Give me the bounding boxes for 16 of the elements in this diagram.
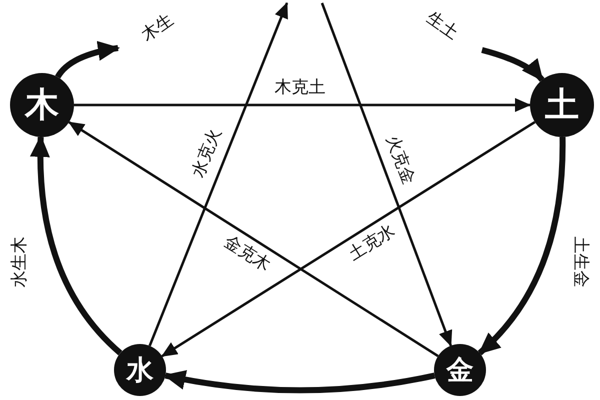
arrow (30, 134, 122, 356)
arrow (161, 120, 536, 358)
edge-label: 水生木 (10, 234, 30, 290)
arrow (55, 41, 120, 79)
element-circle: 土 (530, 73, 594, 137)
arrow (320, 2, 452, 347)
edge-label: 木克土 (272, 78, 328, 98)
element-circle: 水 (114, 344, 166, 396)
element-circle: 金 (434, 344, 486, 396)
arrow (163, 370, 436, 394)
element-circle: 木 (10, 73, 74, 137)
arrow (68, 121, 439, 358)
arrow (478, 136, 566, 356)
arrow (148, 2, 288, 346)
arrow (74, 98, 531, 112)
arrow (481, 47, 544, 82)
